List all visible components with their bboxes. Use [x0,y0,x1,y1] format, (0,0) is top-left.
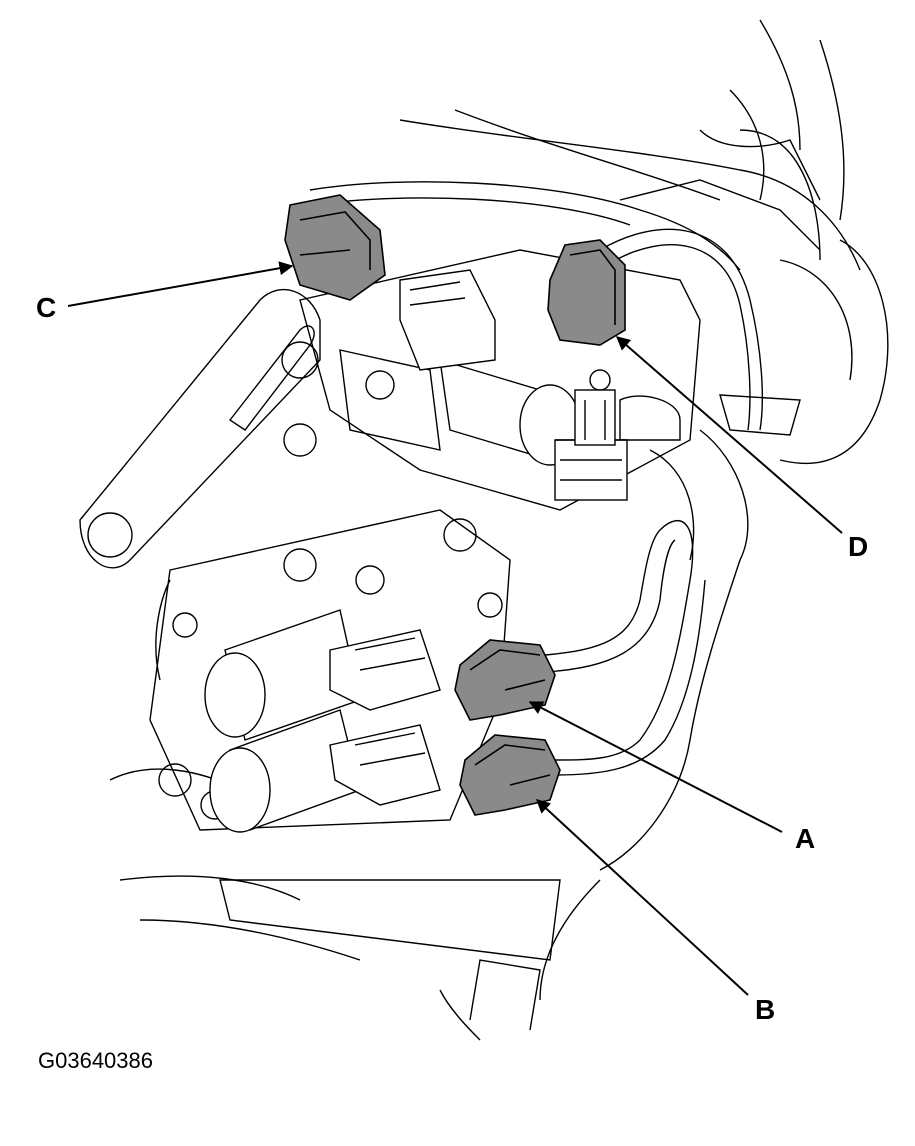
callout-b-label: B [755,994,776,1025]
connector-d [547,239,626,346]
pressure-sensor [554,389,628,501]
callout-a-label: A [795,823,816,854]
connector-a [454,639,556,721]
lever-arm [79,289,321,569]
callout-d-label: D [848,531,869,562]
callout-c-label: C [36,292,57,323]
leader-line-c [67,261,294,307]
leader-lines [67,261,843,996]
connector-b [459,734,561,816]
leader-line-a [528,701,783,833]
figure-code: G03640386 [38,1048,153,1073]
housing-outline [109,19,889,1041]
lower-solenoids [204,609,361,833]
connector-c [284,194,386,301]
leader-line-d [615,336,843,534]
solenoid-sockets [329,269,496,806]
leader-line-b [535,799,749,996]
wire-harness [309,181,801,776]
